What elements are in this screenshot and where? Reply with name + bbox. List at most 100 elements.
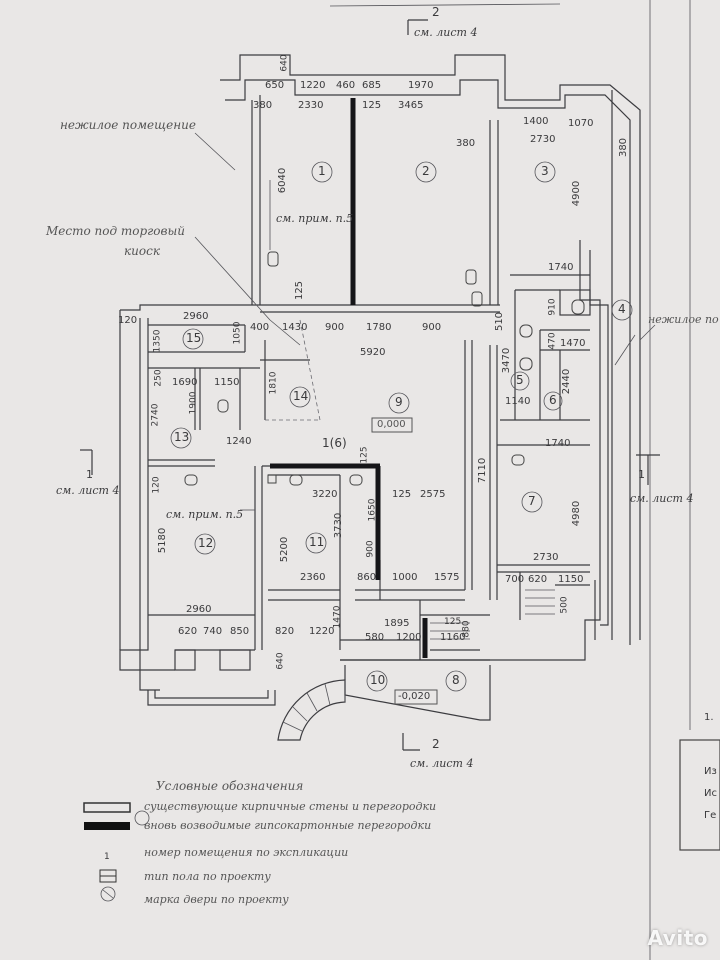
dim: 1780: [366, 322, 392, 333]
section-marks: [80, 19, 660, 751]
dim: 1220: [309, 626, 335, 637]
legend-item-5: марка двери по проекту: [144, 893, 289, 906]
leaders: [194, 132, 656, 511]
dim: 650: [265, 80, 285, 91]
gypsum-partitions: [270, 98, 428, 658]
dim: 1810: [268, 371, 279, 395]
dim: 6040: [277, 167, 289, 194]
dim: 120: [151, 476, 162, 494]
dim: 1240: [226, 436, 252, 447]
room-9: 9: [395, 395, 403, 409]
dim: 3465: [398, 100, 424, 111]
room-2: 2: [422, 164, 430, 178]
label-kiosk-2: киоск: [124, 244, 161, 258]
label-see-note-1: см. прим. п.5: [276, 212, 354, 225]
dim: 850: [230, 626, 250, 637]
dim: 640: [275, 652, 286, 670]
side-ref-left-text: см. лист 4: [56, 484, 120, 497]
legend-title: Условные обозначения: [156, 779, 304, 793]
room-13: 13: [174, 430, 190, 444]
dim: 1200: [396, 632, 422, 643]
sheet-ref-bottom-num: 2: [432, 737, 440, 751]
dim: 500: [559, 596, 570, 614]
dim: 900: [325, 322, 345, 333]
room-7: 7: [528, 494, 536, 508]
sanitary-fixtures: [184, 251, 585, 486]
dim: 470: [547, 332, 558, 350]
room-8: 8: [452, 673, 460, 687]
legend-item-4: тип пола по проекту: [144, 870, 271, 883]
dim: 2575: [420, 489, 446, 500]
room-12: 12: [198, 536, 214, 550]
dim: 3220: [312, 489, 338, 500]
level-box-main: [371, 417, 413, 433]
dim: 125: [392, 489, 412, 500]
dim: 900: [422, 322, 442, 333]
door-mark: 1(6): [322, 436, 347, 450]
sheet-ref-top-text: см. лист 4: [414, 26, 478, 39]
dim: 125: [362, 100, 382, 111]
room-11: 11: [309, 535, 325, 549]
room-circles: [100, 161, 633, 902]
side-ref-right-num: 1: [638, 468, 645, 481]
dim: 4980: [571, 500, 583, 527]
dim: 125: [294, 280, 306, 301]
room-4: 4: [618, 302, 626, 316]
dim: 1900: [188, 391, 199, 415]
dim: 1740: [548, 262, 574, 273]
dim: 900: [365, 540, 376, 558]
dim: 580: [365, 632, 385, 643]
room-1: 1: [318, 164, 326, 178]
sheet-ref-bottom-text: см. лист 4: [410, 757, 474, 770]
dim: 2740: [150, 403, 161, 427]
label-nonres-right: нежилое по: [648, 313, 719, 326]
dim: 1470: [332, 605, 343, 629]
side-ref-right-text: см. лист 4: [630, 492, 694, 505]
dim: 2960: [183, 311, 209, 322]
dim: 120: [118, 315, 138, 326]
dim: 1070: [568, 118, 594, 129]
margin-mark: Из: [704, 766, 717, 777]
dim: 250: [153, 369, 164, 387]
margin-mark: 1.: [704, 712, 714, 723]
dim: 1650: [367, 498, 378, 522]
level-box-entry: [394, 689, 438, 705]
spiral-stair: [277, 679, 346, 741]
room-6: 6: [549, 393, 557, 407]
dim: 1690: [172, 377, 198, 388]
dim: 1050: [232, 321, 243, 345]
room-3: 3: [541, 164, 549, 178]
dim: 400: [250, 322, 270, 333]
dim: 380: [253, 100, 273, 111]
dim: 3730: [333, 512, 345, 539]
dim: 1740: [545, 438, 571, 449]
margin-mark: Ис: [704, 788, 717, 799]
margin-mark: Ге: [704, 810, 717, 821]
dim: 2440: [561, 368, 573, 395]
dim: 685: [362, 80, 382, 91]
dim: 860: [357, 572, 377, 583]
label-kiosk-1: Место под торговый: [46, 224, 185, 238]
legend-sample-num: 1: [104, 852, 110, 862]
level-entry: -0,020: [398, 691, 431, 702]
dim: 7110: [477, 457, 489, 484]
room-5: 5: [516, 373, 524, 387]
dim: 1895: [384, 618, 410, 629]
dim: 620: [178, 626, 198, 637]
dim: 1350: [152, 329, 163, 353]
dim: 1430: [282, 322, 308, 333]
label-see-note-2: см. прим. п.5: [166, 508, 244, 521]
sheet-ref-top-num: 2: [432, 5, 440, 19]
dim: 510: [494, 311, 506, 332]
legend-item-1: существующие кирпичные стены и перегород…: [144, 800, 437, 813]
legend-swatches: [83, 802, 131, 899]
level-main: 0,000: [377, 419, 406, 430]
side-ref-left-num: 1: [86, 468, 93, 481]
dim: 740: [203, 626, 223, 637]
dim: 640: [279, 54, 290, 72]
dim: 4900: [571, 180, 583, 207]
dim: 3470: [501, 347, 513, 374]
dim: 1150: [214, 377, 240, 388]
dim: 125: [444, 617, 462, 627]
